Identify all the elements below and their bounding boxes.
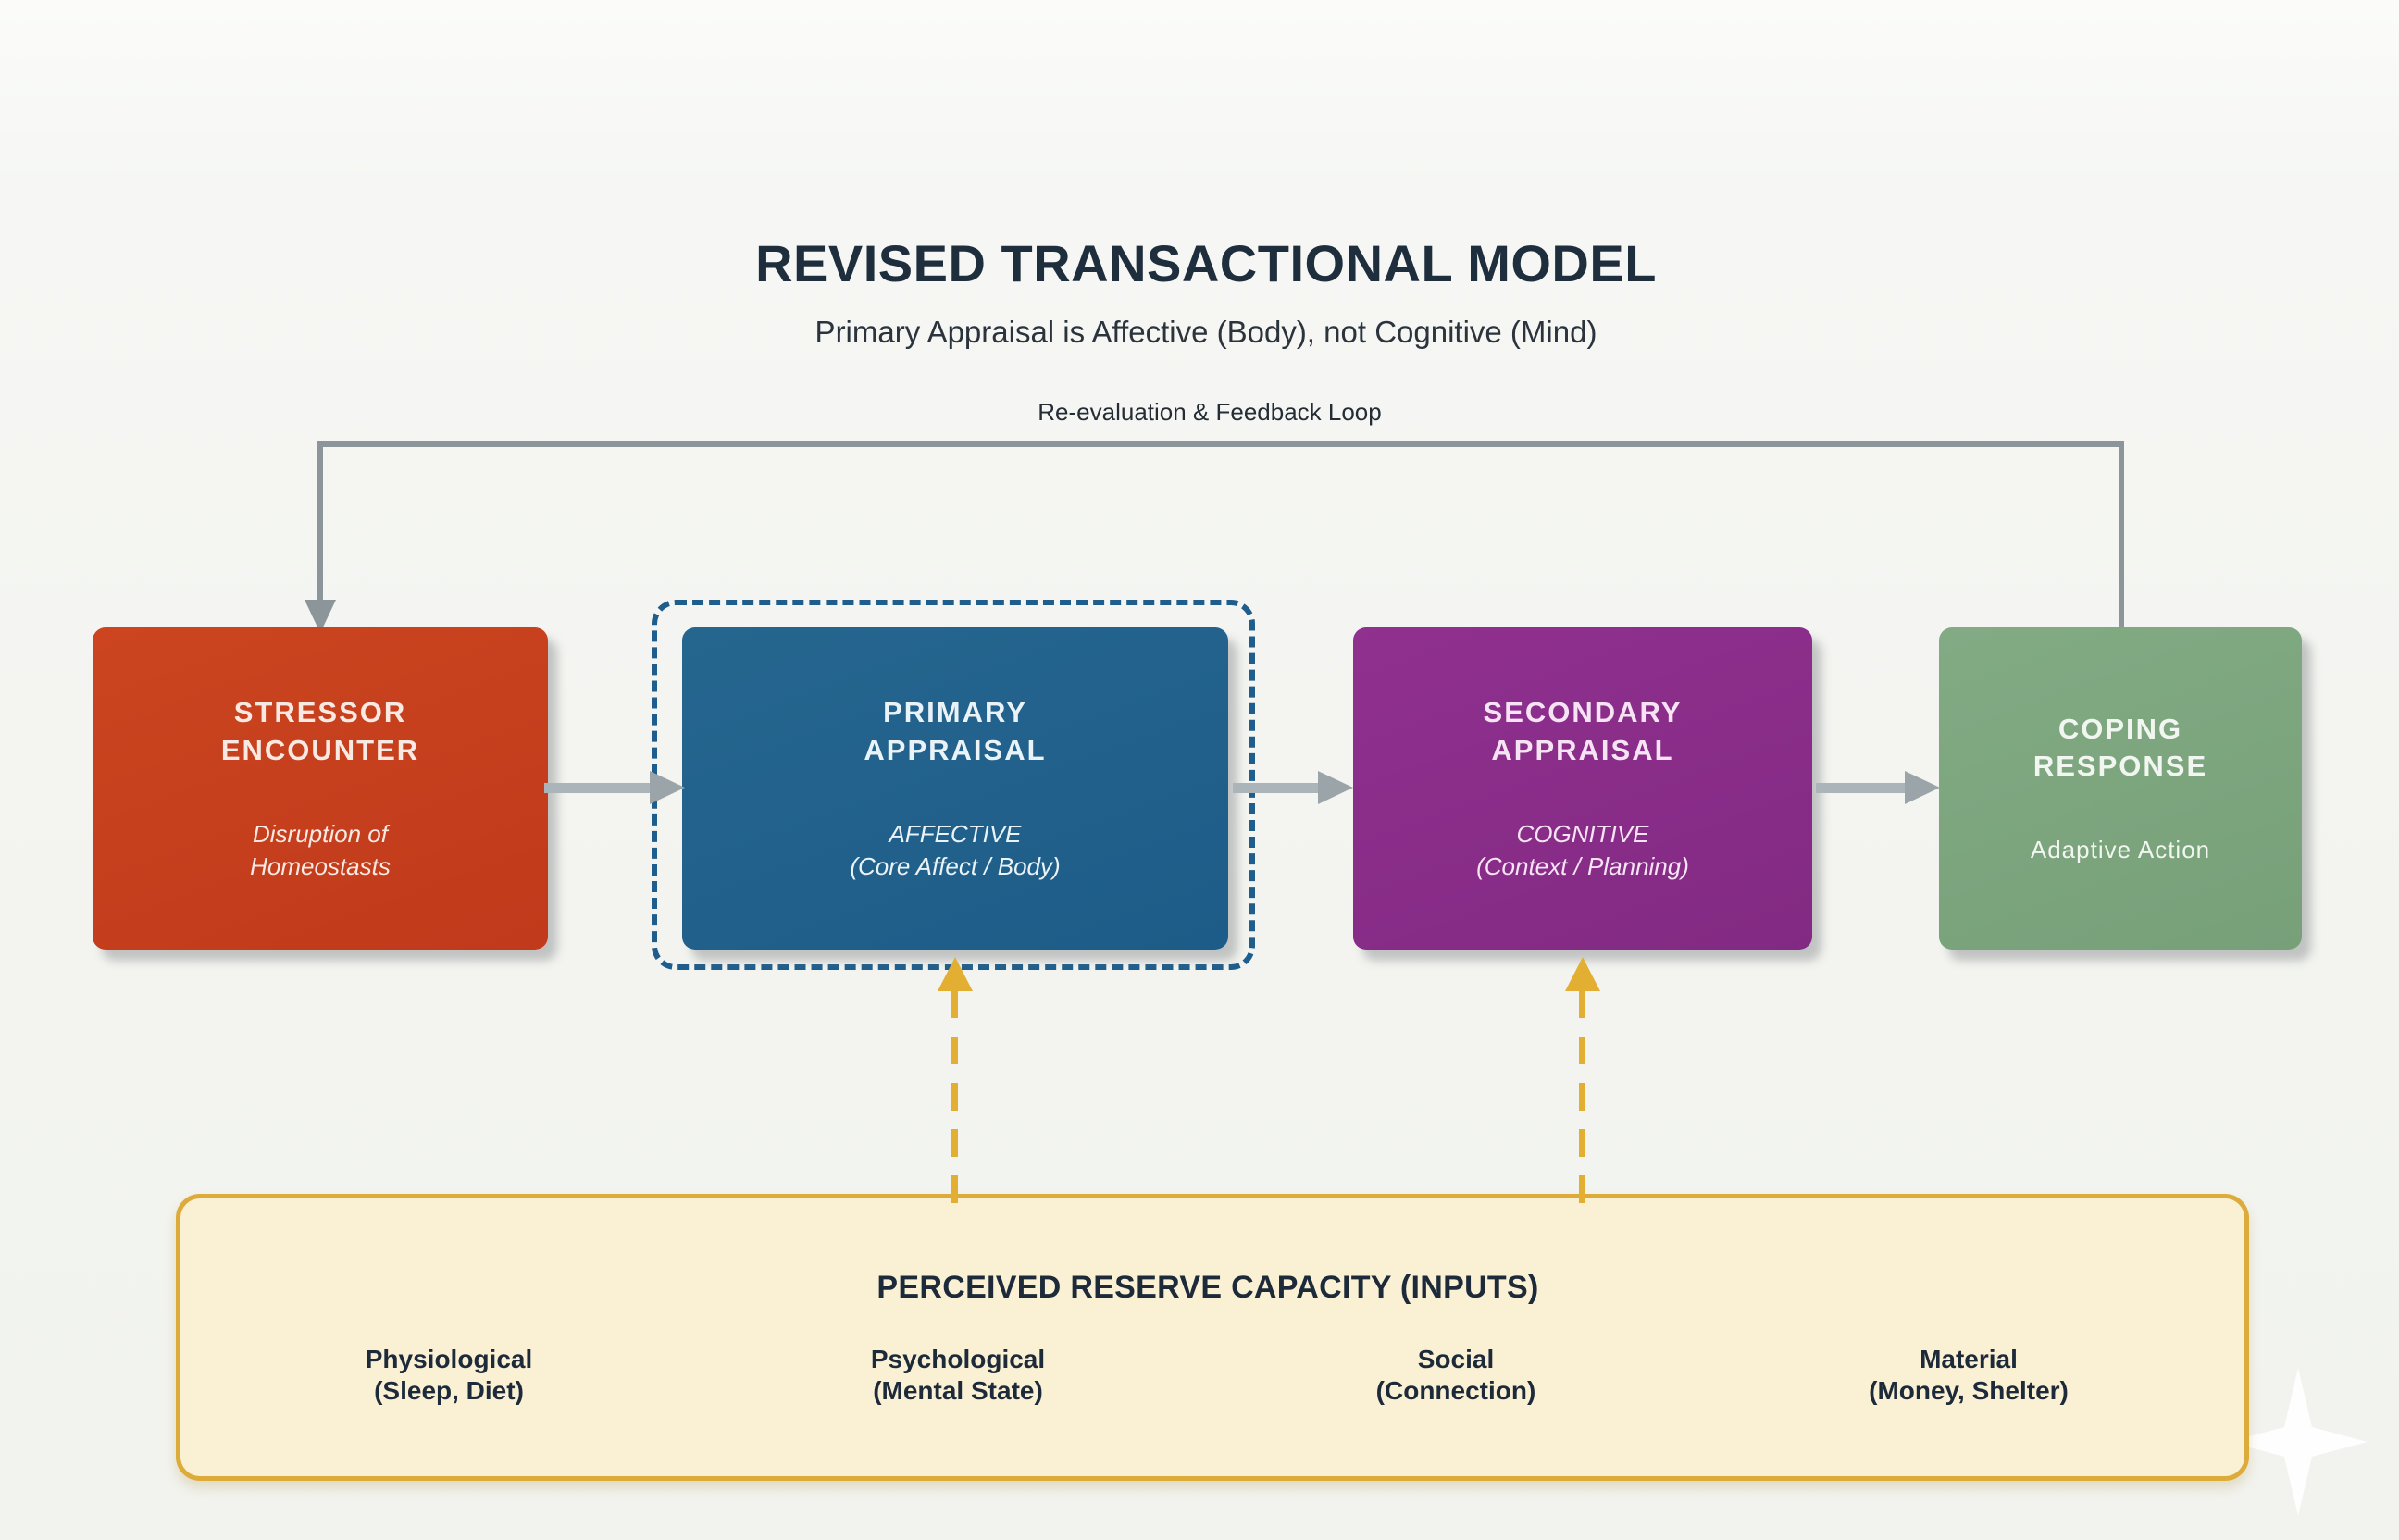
connector-secondary-to-coping [1816, 783, 1905, 793]
input-dashed-line-secondary [1579, 990, 1585, 1222]
primary-appraisal-detail: AFFECTIVE (Core Affect / Body) [850, 819, 1061, 880]
stressor-encounter-box: STRESSOR ENCOUNTER Disruption of Homeost… [93, 627, 548, 950]
connector-stressor-to-primary [544, 783, 650, 793]
page-subtitle: Primary Appraisal is Affective (Body), n… [814, 315, 1597, 349]
input-dashed-line-primary [951, 990, 958, 1222]
secondary-appraisal-detail: COGNITIVE (Context / Planning) [1476, 819, 1689, 880]
coping-response-title: COPING RESPONSE [2032, 712, 2208, 783]
connector-arrowhead-right-icon [1318, 771, 1353, 804]
feedback-loop-label: Re-evaluation & Feedback Loop [1038, 398, 1382, 426]
connector-arrowhead-right-icon [1905, 771, 1940, 804]
coping-response-box: COPING RESPONSE Adaptive Action [1939, 627, 2302, 950]
reserve-input-material: Material (Money, Shelter) [1869, 1345, 2069, 1405]
primary-appraisal-box: PRIMARY APPRAISAL AFFECTIVE (Core Affect… [682, 627, 1228, 950]
coping-response-detail: Adaptive Action [2030, 836, 2211, 864]
reserve-input-psychological: Psychological (Mental State) [870, 1345, 1046, 1405]
page-title: REVISED TRANSACTIONAL MODEL [755, 234, 1657, 292]
stressor-encounter-detail: Disruption of Homeostasts [250, 819, 391, 880]
input-arrowhead-up-secondary-icon [1565, 957, 1600, 991]
stressor-encounter-title: STRESSOR ENCOUNTER [220, 696, 420, 766]
sparkle-decoration-icon [2229, 1368, 2368, 1516]
secondary-appraisal-title: SECONDARY APPRAISAL [1483, 696, 1683, 766]
input-arrowhead-up-primary-icon [938, 957, 973, 991]
feedback-loop-line-left-vertical [317, 441, 323, 601]
secondary-appraisal-box: SECONDARY APPRAISAL COGNITIVE (Context /… [1353, 627, 1812, 950]
feedback-loop-line-horizontal [317, 441, 2124, 447]
reserve-input-social: Social (Connection) [1375, 1345, 1536, 1405]
reserve-capacity-box [176, 1194, 2249, 1481]
connector-primary-to-secondary [1233, 783, 1318, 793]
connector-arrowhead-right-icon [650, 771, 685, 804]
reserve-capacity-title: PERCEIVED RESERVE CAPACITY (INPUTS) [876, 1270, 1539, 1305]
reserve-input-physiological: Physiological (Sleep, Diet) [365, 1345, 533, 1405]
feedback-loop-line-right-vertical [2119, 441, 2124, 628]
primary-appraisal-title: PRIMARY APPRAISAL [864, 696, 1047, 766]
